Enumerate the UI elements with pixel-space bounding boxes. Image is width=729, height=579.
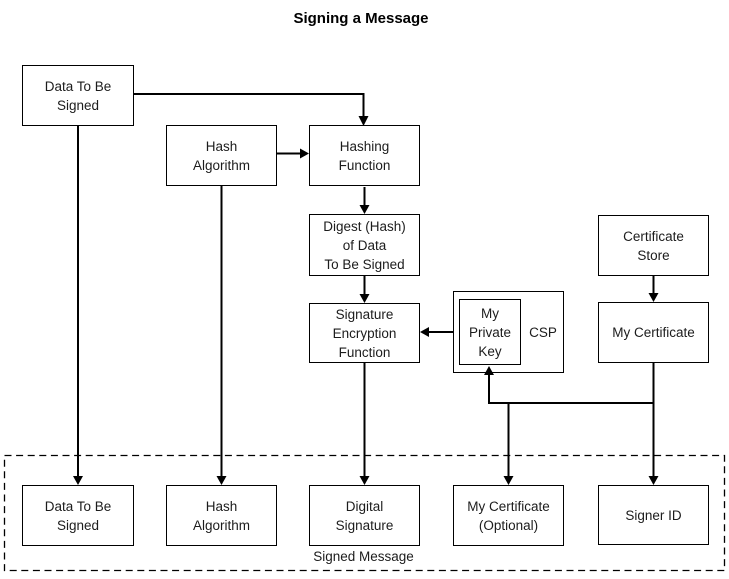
- box-hash-algorithm-bottom: Hash Algorithm: [166, 485, 277, 546]
- box-signer-id: Signer ID: [598, 485, 709, 545]
- arrow-hashing-function-to-digest: [359, 187, 370, 214]
- box-label: Digest (Hash) of Data To Be Signed: [323, 218, 406, 272]
- arrow-branch-to-my-certificate-optional: [503, 403, 514, 485]
- box-label: Data To Be Signed: [44, 78, 112, 113]
- arrow-csp-to-signature-encryption: [420, 327, 453, 337]
- box-label: Hash Algorithm: [192, 498, 251, 533]
- arrow-my-certificate-to-signer-id: [648, 363, 659, 485]
- signed-message-container-label: Signed Message: [313, 549, 414, 564]
- box-label: Signer ID: [625, 507, 682, 523]
- box-label: Hash Algorithm: [192, 138, 251, 173]
- box-my-certificate-optional: My Certificate (Optional): [453, 485, 564, 546]
- box-label: Data To Be Signed: [44, 498, 112, 533]
- box-hash-algorithm-top: Hash Algorithm: [166, 125, 277, 186]
- box-certificate-store: Certificate Store: [598, 215, 709, 276]
- arrow-signature-encryption-to-digital-signature: [359, 363, 370, 485]
- box-label: My Certificate: [612, 325, 695, 340]
- csp-label: CSP: [529, 324, 557, 340]
- box-my-private-key: My Private Key: [459, 299, 521, 365]
- box-my-certificate: My Certificate: [598, 302, 709, 363]
- box-label: Hashing Function: [338, 138, 391, 173]
- box-label: Signature Encryption Function: [332, 306, 397, 360]
- box-csp: My Private Key CSP: [453, 291, 564, 373]
- box-data-to-be-signed-top: Data To Be Signed: [22, 65, 134, 126]
- box-digest: Digest (Hash) of Data To Be Signed: [309, 214, 420, 276]
- page-title: Signing a Message: [293, 10, 429, 27]
- box-signature-encryption-function: Signature Encryption Function: [309, 303, 420, 363]
- box-label: My Certificate (Optional): [467, 498, 550, 533]
- arrow-certificate-store-to-my-certificate: [648, 276, 659, 302]
- box-digital-signature: Digital Signature: [309, 485, 420, 546]
- box-label: Digital Signature: [335, 498, 394, 533]
- box-label: My Private Key: [468, 305, 512, 359]
- arrow-data-to-hashing-function: [134, 93, 369, 126]
- box-data-to-be-signed-bottom: Data To Be Signed: [22, 485, 134, 546]
- box-label: Certificate Store: [623, 228, 684, 263]
- arrow-hash-algorithm-down: [216, 186, 227, 485]
- box-hashing-function: Hashing Function: [309, 125, 420, 186]
- arrow-digest-to-signature-encryption: [359, 276, 370, 303]
- arrow-data-to-be-signed-down: [73, 126, 83, 485]
- arrow-hash-algorithm-to-hashing-function: [277, 148, 309, 159]
